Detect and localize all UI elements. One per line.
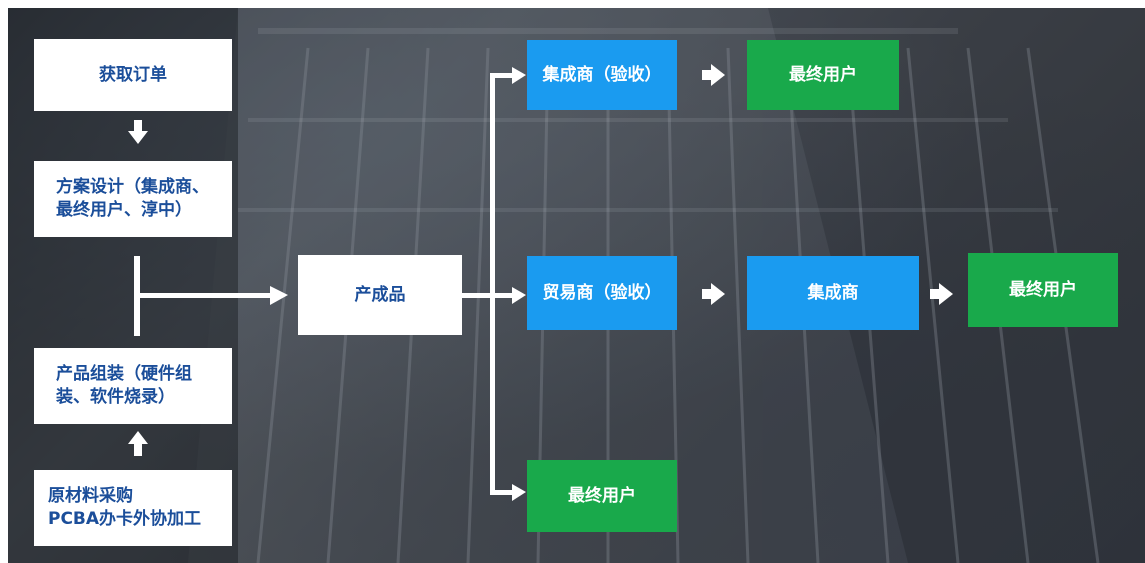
end-user-box-top: 最终用户 [747, 40, 899, 110]
arrow-right-icon [702, 283, 725, 305]
connector-branch-top [490, 73, 512, 78]
arrow-right-icon [512, 67, 526, 84]
arrow-right-icon [270, 286, 288, 305]
arrow-right-icon [930, 283, 953, 305]
integrator-box: 集成商 [747, 256, 919, 330]
finished-product-box: 产成品 [298, 255, 462, 335]
arrow-right-icon [512, 287, 526, 304]
arrow-up-icon [128, 431, 148, 456]
assembly-box: 产品组装（硬件组装、软件烧录） [34, 348, 232, 424]
connector-branch-mid [490, 293, 512, 298]
arrow-down-icon [128, 120, 148, 144]
integrator-acceptance-box: 集成商（验收） [527, 40, 677, 110]
end-user-box-mid: 最终用户 [968, 253, 1118, 327]
design-box: 方案设计（集成商、最终用户、淳中） [34, 161, 232, 237]
connector-vertical-left [134, 256, 140, 336]
trader-acceptance-box: 贸易商（验收） [527, 256, 677, 330]
connector-branch-bottom [490, 490, 512, 495]
arrow-right-icon [512, 484, 526, 501]
diagram-canvas: 获取订单 方案设计（集成商、最终用户、淳中） 产品组装（硬件组装、软件烧录） 原… [8, 8, 1145, 563]
get-order-box: 获取订单 [34, 39, 232, 111]
end-user-box-bottom: 最终用户 [527, 460, 677, 532]
arrow-layer [128, 64, 953, 501]
arrow-right-icon [702, 64, 725, 86]
connector-horizontal-to-product [140, 293, 270, 298]
connector-product-out [462, 293, 492, 298]
materials-box: 原材料采购 PCBA办卡外协加工 [34, 470, 232, 546]
connector-branch-vertical [490, 73, 495, 495]
